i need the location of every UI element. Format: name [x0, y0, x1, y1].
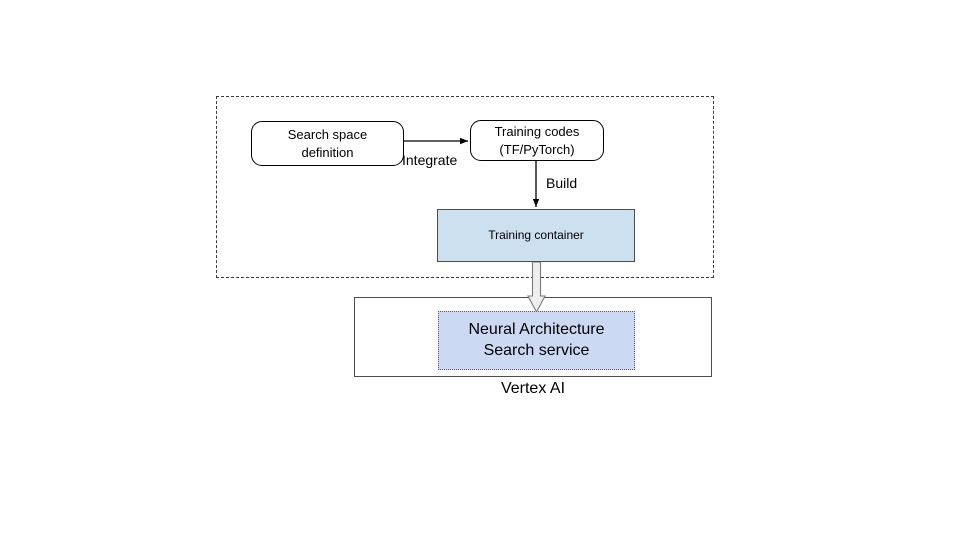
node-nas-service-line2: Search service — [483, 341, 590, 359]
node-search-space-definition[interactable]: Search space definition — [251, 121, 404, 166]
vertex-ai-region-label: Vertex AI — [500, 380, 566, 397]
node-training-container[interactable]: Training container — [437, 209, 635, 262]
node-neural-architecture-search-service[interactable]: Neural Architecture Search service — [438, 311, 635, 370]
build-edge-label: Build — [546, 175, 578, 191]
node-training-codes[interactable]: Training codes (TF/PyTorch) — [470, 120, 604, 161]
node-search-space-text: Search space definition — [288, 126, 368, 161]
node-nas-service-text: Neural Architecture Search service — [468, 320, 604, 362]
integrate-edge-label: Integrate — [402, 152, 458, 168]
node-search-space-line1: Search space — [287, 127, 368, 143]
node-training-codes-line1: Training codes — [494, 124, 580, 140]
node-training-codes-text: Training codes (TF/PyTorch) — [495, 123, 580, 158]
node-search-space-line2: definition — [301, 144, 354, 160]
node-training-container-label: Training container — [488, 227, 584, 242]
node-nas-service-line1: Neural Architecture — [468, 320, 605, 338]
user-assets-group — [216, 96, 714, 278]
node-training-codes-line2: (TF/PyTorch) — [499, 141, 575, 157]
